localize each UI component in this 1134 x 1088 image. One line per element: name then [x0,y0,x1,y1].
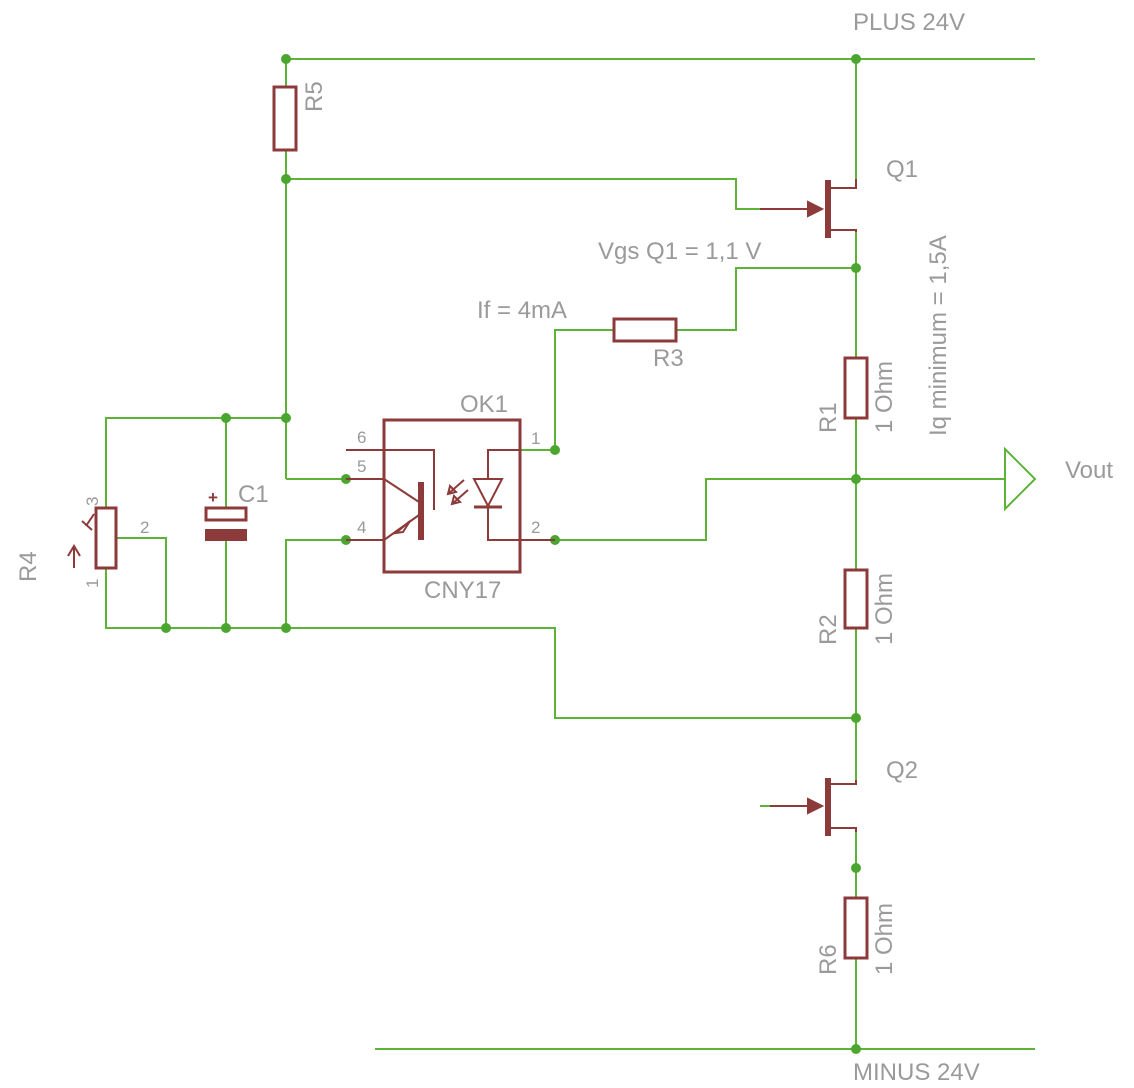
r1-resistor-symbol [843,356,869,420]
q1-name-label: Q1 [886,156,918,183]
vout-port-symbol [1004,446,1037,512]
r3-name-label: R3 [653,345,684,372]
r4-name-label: R4 [15,551,42,582]
r4-pin2-label: 2 [140,518,149,537]
r4-potentiometer-symbol [67,506,118,570]
r3-right-wire [676,267,856,331]
junction-dot [281,623,291,633]
c1-capacitor-symbol [204,506,248,541]
ok1-name-label: OK1 [460,391,508,418]
ok1-pin1-label: 1 [531,429,540,448]
r3-resistor-symbol [612,317,678,343]
r5-name-label: R5 [301,81,328,112]
r4-pin3-label: 3 [83,497,102,506]
q2-name-label: Q2 [886,757,918,784]
junction-dot [161,623,171,633]
r1-value-label: 1 Ohm [871,361,898,433]
r2-value-label: 1 Ohm [871,573,898,645]
c1-polarity-label: + [208,488,218,507]
r6-value-label: 1 Ohm [871,903,898,975]
left-bottom-wire [105,568,856,719]
r6-resistor-symbol [843,896,869,960]
ok1-pin5-label: 5 [357,457,366,476]
junctions [161,54,861,1054]
iq-annotation: Iq minimum = 1,5A [925,235,952,436]
junction-dot [851,863,861,873]
ok1-pin4-label: 4 [357,518,366,537]
q2-transistor-symbol [770,778,857,836]
vgs-annotation: Vgs Q1 = 1,1 V [598,238,761,265]
junction-dot [851,54,861,64]
junction-dot [221,413,231,423]
junction-dot [221,623,231,633]
r2-resistor-symbol [843,568,869,630]
r6-name-label: R6 [815,944,842,975]
r5-resistor-symbol [272,85,298,152]
if-annotation: If = 4mA [477,297,567,324]
junction-dot [281,54,291,64]
junction-dot [281,413,291,423]
vout-label: Vout [1065,457,1113,484]
junction-dot [851,1044,861,1054]
c1-name-label: C1 [238,481,269,508]
r4-wiper-wire [116,537,167,628]
r2-name-label: R2 [815,614,842,645]
r3-left-wire [554,329,614,450]
junction-dot [851,713,861,723]
r4-pin1-label: 1 [83,579,102,588]
ok1-optocoupler-symbol [346,418,555,574]
minus-rail-label: MINUS 24V [853,1059,980,1086]
junction-dot [851,263,861,273]
q1-gate-wire [286,178,760,210]
ok1-pin2-wire [555,478,856,541]
plus-rail-label: PLUS 24V [853,9,965,36]
q1-transistor-symbol [760,179,857,238]
ok1-pin6-label: 6 [357,428,366,447]
r1-name-label: R1 [815,402,842,433]
ok1-pin2-label: 2 [531,518,540,537]
wires [105,58,1035,1050]
ok1-part-label: CNY17 [424,577,501,604]
junction-dot [851,474,861,484]
junction-dot [281,174,291,184]
junction-dot [550,445,560,455]
ok1-pin4-wire [285,539,384,628]
